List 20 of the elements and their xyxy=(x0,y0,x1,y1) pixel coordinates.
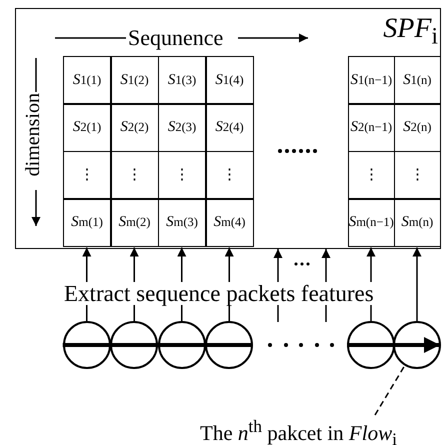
matrix-cell: ⋮ xyxy=(205,150,254,200)
matrix-cell: ⋮ xyxy=(348,150,395,200)
packet-circle xyxy=(393,321,441,369)
leader-line xyxy=(374,365,406,416)
axis-title: dimension xyxy=(23,93,43,176)
panel-frame xyxy=(15,8,441,249)
packet-annotation: The n$^{th}$ pakcet in Flow$_{i}$ xyxy=(200,418,397,445)
packet-circle xyxy=(110,321,158,369)
matrix-cell: ⋮ xyxy=(158,150,206,200)
caption-text: Extract sequence packets features xyxy=(63,282,375,305)
axis-title: Sequnence xyxy=(128,27,224,49)
packet-circle xyxy=(347,321,395,369)
packet-circle xyxy=(205,321,254,369)
packet-circle xyxy=(158,321,206,369)
matrix-cell: ⋮ xyxy=(62,150,112,200)
connector-line xyxy=(347,337,440,353)
arrow xyxy=(412,248,422,321)
panel-title: SPF$_{i}$ xyxy=(383,15,438,49)
matrix-cell: ⋮ xyxy=(110,150,159,200)
packet-circle xyxy=(62,321,111,369)
